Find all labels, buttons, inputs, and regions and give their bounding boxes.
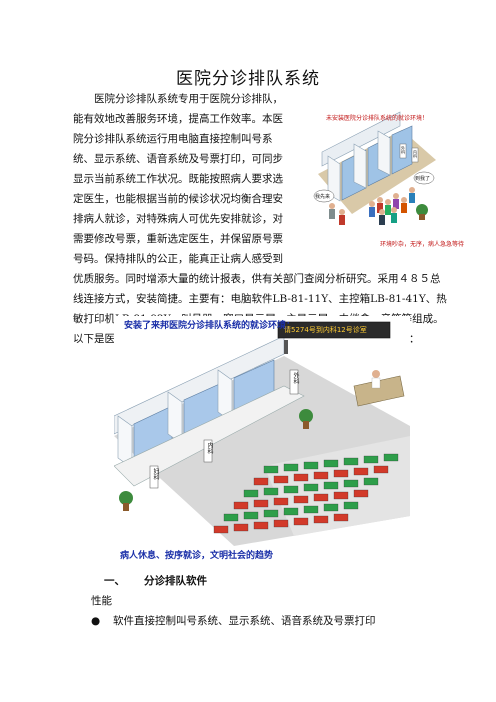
hospital-corridor-illustration-before: [312, 104, 438, 258]
waiting-chair: [363, 455, 379, 464]
waiting-chair: [243, 511, 259, 520]
figure1-caption-bottom: 环境吵杂，无序，病人急急等待: [380, 241, 465, 248]
waiting-chair: [263, 465, 279, 474]
bullet-text: 软件直接控制叫号系统、显示系统、语音系统及号票打印: [113, 615, 376, 627]
paragraph-line: 定医生，也能根据当前的候诊状况均衡合理安: [73, 193, 283, 205]
waiting-chair: [333, 513, 349, 522]
waiting-chair: [383, 453, 399, 462]
waiting-chair: [323, 459, 339, 468]
waiting-chair: [303, 461, 319, 470]
waiting-chair: [353, 467, 369, 476]
paragraph-line: 需要修改号票，重新选定医生，并保留原号票: [73, 233, 283, 245]
figure1-bubble-2: 到我了: [415, 176, 431, 182]
waiting-chair: [313, 471, 329, 480]
waiting-chair: [283, 485, 299, 494]
waiting-chair: [333, 469, 349, 478]
waiting-chair: [343, 501, 359, 510]
section-heading: 一、 分诊排队软件: [104, 573, 207, 588]
waiting-chair: [223, 513, 239, 522]
waiting-chair: [323, 503, 339, 512]
figure2-caption-top: 安装了来邦医院分诊排队系统的就诊环境：: [124, 321, 296, 331]
waiting-chair: [273, 519, 289, 528]
figure2-door-label-3: 妇科: [152, 468, 159, 480]
waiting-chair: [303, 505, 319, 514]
figure2-caption-bottom: 病人休息、按序就诊，文明社会的趋势: [120, 551, 274, 561]
section-subheading: 性能: [91, 595, 112, 607]
waiting-chair: [313, 515, 329, 524]
waiting-chair: [273, 475, 289, 484]
figure2-door-label-2: 内科: [206, 442, 213, 454]
paragraph-line: 排病人就诊，对特殊病人可优先安排就诊，对: [73, 213, 283, 225]
figure1-door-label-2: 内科: [413, 150, 418, 158]
figure1-caption-top: 未安装医院分诊排队系统的就诊环境！: [326, 115, 429, 122]
waiting-chair: [303, 483, 319, 492]
waiting-chair: [263, 487, 279, 496]
waiting-chair: [283, 463, 299, 472]
waiting-chair: [293, 517, 309, 526]
waiting-chair: [323, 481, 339, 490]
paragraph-line: 能有效地改善服务环境，提高工作效率。本医: [73, 113, 283, 125]
paragraph-line: 号码。保持排队的公正，能真正让病人感受到: [73, 253, 283, 265]
waiting-chair: [283, 507, 299, 516]
bullet-icon: ●: [91, 615, 101, 627]
figure-before-install: 未安装医院分诊排队系统的就诊环境！ 环境吵杂，无序，病人急急等待 我先来 到我了…: [312, 104, 464, 258]
waiting-chair: [353, 489, 369, 498]
waiting-chair: [233, 523, 249, 532]
waiting-chair: [333, 491, 349, 500]
paragraph-line: 院分诊排队系统运行用电脑直接控制叫号系: [73, 133, 273, 145]
waiting-chair: [213, 525, 229, 534]
paragraph-line: 统、显示系统、语音系统及号票打印，可同步: [73, 153, 283, 165]
waiting-chair: [373, 465, 389, 474]
section-number: 一、: [104, 575, 125, 587]
waiting-chair: [253, 521, 269, 530]
waiting-chair: [293, 495, 309, 504]
paragraph-line: 线连接方式，安装简捷。主要有：电脑软件LB-81-11Y、主控箱LB-81-41…: [73, 293, 447, 305]
bullet-item: ● 软件直接控制叫号系统、显示系统、语音系统及号票打印: [91, 613, 376, 628]
waiting-chair: [343, 479, 359, 488]
waiting-chair: [343, 457, 359, 466]
waiting-chair: [363, 477, 379, 486]
waiting-chair: [243, 489, 259, 498]
waiting-chair: [253, 477, 269, 486]
paragraph-line: 医院分诊排队系统专用于医院分诊排队，: [94, 93, 283, 105]
section-title: 分诊排队软件: [144, 575, 207, 587]
figure1-door-label-1: 外科: [401, 146, 406, 154]
figure2-display-board-text: 请5274号到内科12号诊室: [284, 326, 367, 334]
waiting-chair: [253, 499, 269, 508]
waiting-chair: [293, 473, 309, 482]
waiting-chair: [263, 509, 279, 518]
figure1-bubble-1: 我先来: [315, 194, 331, 200]
paragraph-line: 优质服务。同时增添大量的统计报表，供有关部门查阅分析研究。采用４８５总: [73, 273, 441, 285]
figure2-door-label-1: 外科: [292, 372, 299, 384]
waiting-chair: [233, 501, 249, 510]
waiting-chair: [313, 493, 329, 502]
figure-after-install: 安装了来邦医院分诊排队系统的就诊环境： 请5274号到内科12号诊室 病人休息、…: [113, 316, 410, 561]
hospital-corridor-illustration-after: [113, 316, 410, 560]
paragraph-line: 显示当前系统工作状况。既能按照病人要求选: [73, 173, 283, 185]
page-title: 医院分诊排队系统: [176, 69, 320, 89]
waiting-chair: [273, 497, 289, 506]
